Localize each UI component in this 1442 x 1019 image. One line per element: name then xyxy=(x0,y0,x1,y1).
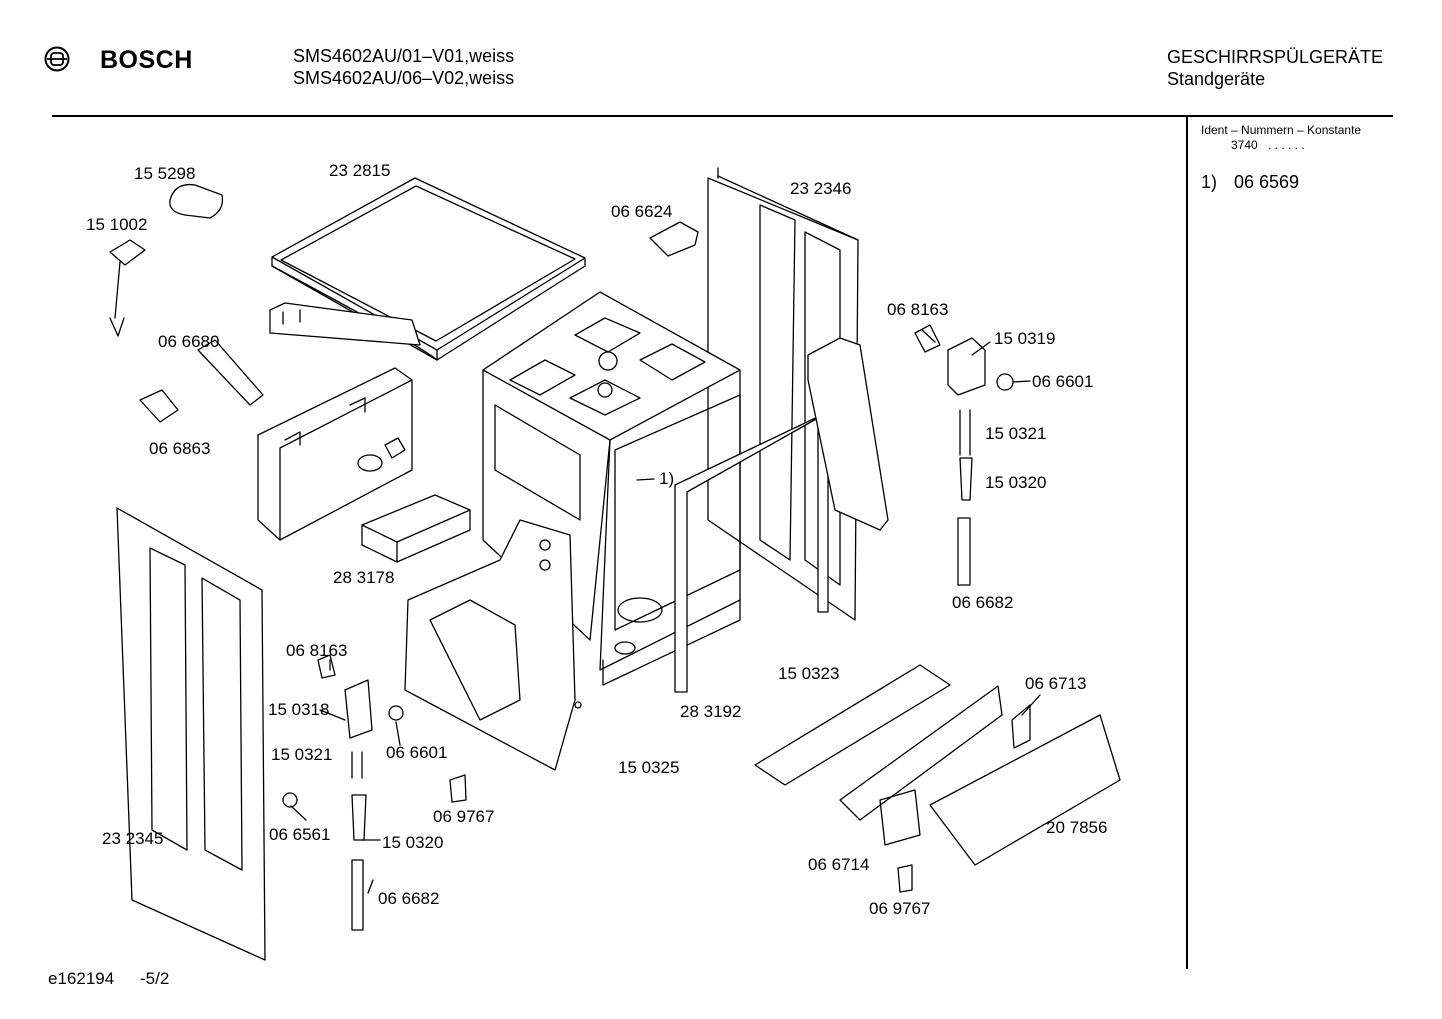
note-marker: 1) xyxy=(1201,172,1218,192)
hinge-bracket-left xyxy=(405,520,581,770)
part-label: 23 2346 xyxy=(790,179,852,198)
part-label: 06 6680 xyxy=(158,332,220,351)
ident-constant-dots: . . . . . . xyxy=(1268,138,1305,152)
part-label: 06 6713 xyxy=(1025,674,1087,693)
part-label: 15 1002 xyxy=(86,215,148,234)
part-label: 06 6714 xyxy=(808,855,870,874)
category-subtitle: Standgeräte xyxy=(1167,69,1266,89)
part-label: 15 0321 xyxy=(985,424,1047,443)
base-rails xyxy=(755,665,1120,892)
part-label: 06 9767 xyxy=(869,899,931,918)
note-part: 06 6569 xyxy=(1234,172,1300,192)
part-label: 23 2815 xyxy=(329,161,391,180)
foam-strip xyxy=(362,495,470,562)
part-label: 06 6601 xyxy=(386,743,448,762)
page-number: -5/2 xyxy=(140,969,170,988)
ident-title: Ident – Nummern – Konstante xyxy=(1201,123,1362,137)
category-title: GESCHIRRSPÜLGERÄTE xyxy=(1167,47,1384,67)
part-label: 06 6682 xyxy=(378,889,440,908)
part-6863 xyxy=(140,390,178,422)
part-label: 06 6624 xyxy=(611,202,673,221)
part-label: 15 0320 xyxy=(985,473,1047,492)
part-label: 23 2345 xyxy=(102,829,164,848)
side-wall-left xyxy=(117,508,265,960)
part-label: 06 6863 xyxy=(149,439,211,458)
sidebar-divider xyxy=(1186,117,1188,969)
clip-6624 xyxy=(650,222,698,256)
tub-frame xyxy=(483,292,740,685)
part-label: 06 8163 xyxy=(887,300,949,319)
header-rule xyxy=(52,115,1393,117)
brand-name: BOSCH xyxy=(100,46,193,74)
part-6680 xyxy=(198,340,263,405)
part-label: 06 6561 xyxy=(269,825,331,844)
part-label: 06 6682 xyxy=(952,593,1014,612)
worktop-bracket xyxy=(270,303,420,345)
ident-constant: 3740 xyxy=(1231,138,1258,152)
part-label: 1) xyxy=(659,469,675,488)
cable-clip xyxy=(170,185,223,218)
part-label: 15 0320 xyxy=(382,833,444,852)
part-label: 06 6601 xyxy=(1032,372,1094,391)
part-label: 15 0319 xyxy=(994,329,1056,348)
model-line-1: SMS4602AU/01–V01,weiss xyxy=(293,46,515,66)
mains-plug xyxy=(110,240,145,336)
control-housing xyxy=(258,368,412,540)
part-label: 28 3192 xyxy=(680,702,742,721)
leader-lines xyxy=(291,330,1040,893)
part-label: 20 7856 xyxy=(1046,818,1108,837)
model-line-2: SMS4602AU/06–V02,weiss xyxy=(293,68,515,88)
part-label: 15 5298 xyxy=(134,164,196,183)
part-label: 28 3178 xyxy=(333,568,395,587)
bosch-logo-icon xyxy=(44,46,70,72)
part-label: 15 0318 xyxy=(268,700,330,719)
part-label: 15 0325 xyxy=(618,758,680,777)
diagram-code: e162194 xyxy=(48,969,115,988)
part-label: 06 9767 xyxy=(433,807,495,826)
part-label: 15 0321 xyxy=(271,745,333,764)
hinge-cover-right xyxy=(808,338,888,530)
part-label: 06 8163 xyxy=(286,641,348,660)
part-label: 15 0323 xyxy=(778,664,840,683)
